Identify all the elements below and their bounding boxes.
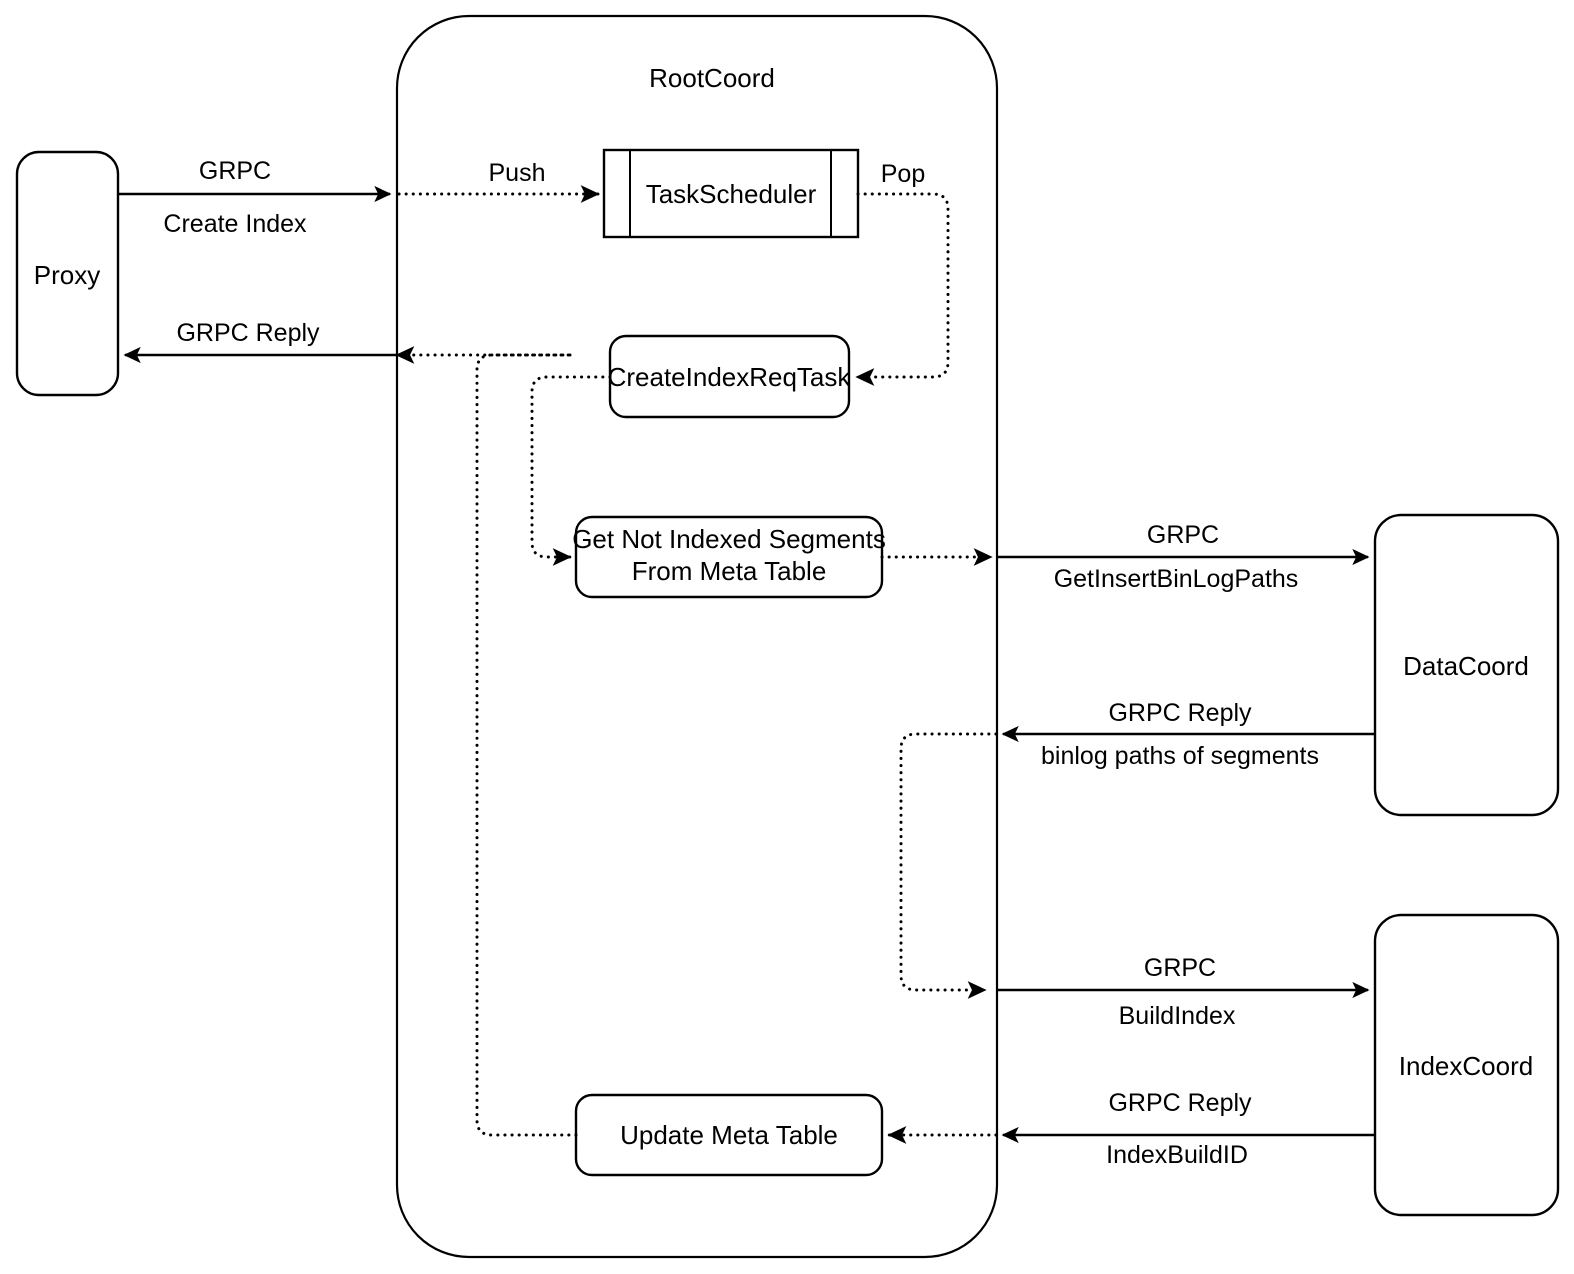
edge-label-push: Push <box>489 159 546 187</box>
node-get-not-indexed-segments[interactable]: Get Not Indexed Segments From Meta Table <box>572 515 886 599</box>
edge-pop-to-task: Pop <box>855 160 950 386</box>
node-update-meta-table[interactable]: Update Meta Table <box>574 1093 884 1177</box>
edge-label-grpc-3: GRPC <box>1144 954 1216 982</box>
get-not-indexed-segments-line2: From Meta Table <box>632 556 827 586</box>
task-scheduler-label: TaskScheduler <box>646 179 817 209</box>
proxy-shape[interactable] <box>15 150 120 397</box>
edge-datacoord-to-rootcoord: GRPC Reply binlog paths of segments <box>1001 699 1375 770</box>
get-not-indexed-segments-line1: Get Not Indexed Segments <box>572 524 886 554</box>
container-rootcoord: RootCoord <box>395 14 999 1259</box>
node-proxy[interactable]: Proxy <box>15 150 120 397</box>
edge-label-pop: Pop <box>881 160 925 188</box>
edge-label-binlog-paths: binlog paths of segments <box>1041 742 1319 770</box>
node-indexcoord[interactable]: IndexCoord <box>1373 913 1560 1217</box>
edge-task-to-getsegments-line <box>530 375 612 566</box>
edge-binlog-to-buildindex-line <box>899 732 998 999</box>
node-task-scheduler[interactable]: TaskScheduler <box>602 148 860 239</box>
edge-label-build-index: BuildIndex <box>1119 1002 1236 1030</box>
rootcoord-label: RootCoord <box>649 63 775 93</box>
rootcoord-container-shape <box>395 14 999 1259</box>
edge-rootcoord-to-indexcoord: GRPC BuildIndex <box>997 954 1370 1030</box>
create-index-req-task-label: CreateIndexReqTask <box>608 362 852 392</box>
edge-updatemeta-to-reply-line <box>475 353 578 1137</box>
edge-push-to-scheduler: Push <box>397 159 600 203</box>
edge-label-grpc-2: GRPC <box>1147 521 1219 549</box>
edge-proxy-to-rootcoord: GRPC Create Index <box>118 157 392 238</box>
edge-label-grpc-reply-1: GRPC Reply <box>176 319 320 347</box>
edge-task-to-getsegments <box>530 375 612 566</box>
edge-rootcoord-to-datacoord: GRPC GetInsertBinLogPaths <box>997 521 1370 593</box>
edge-pop-line <box>855 192 950 386</box>
update-meta-table-label: Update Meta Table <box>620 1120 838 1150</box>
proxy-label: Proxy <box>34 260 100 290</box>
node-datacoord[interactable]: DataCoord <box>1373 513 1560 817</box>
edge-updatemeta-to-reply <box>475 353 578 1137</box>
edge-label-create-index: Create Index <box>163 210 307 238</box>
indexcoord-shape[interactable] <box>1373 913 1560 1217</box>
node-create-index-req-task[interactable]: CreateIndexReqTask <box>608 334 852 419</box>
edge-label-index-build-id: IndexBuildID <box>1106 1141 1248 1169</box>
datacoord-shape[interactable] <box>1373 513 1560 817</box>
edge-label-get-insert-binlog-paths: GetInsertBinLogPaths <box>1054 565 1299 593</box>
indexcoord-label: IndexCoord <box>1399 1051 1533 1081</box>
edge-rootcoord-to-proxy: GRPC Reply <box>123 319 572 364</box>
datacoord-label: DataCoord <box>1403 651 1529 681</box>
edge-label-grpc-1: GRPC <box>199 157 271 185</box>
edge-label-grpc-reply-3: GRPC Reply <box>1108 1089 1252 1117</box>
edge-label-grpc-reply-2: GRPC Reply <box>1108 699 1252 727</box>
edge-binlog-to-buildindex-route <box>899 732 998 999</box>
edge-indexcoord-to-rootcoord: GRPC Reply IndexBuildID <box>1001 1089 1375 1169</box>
